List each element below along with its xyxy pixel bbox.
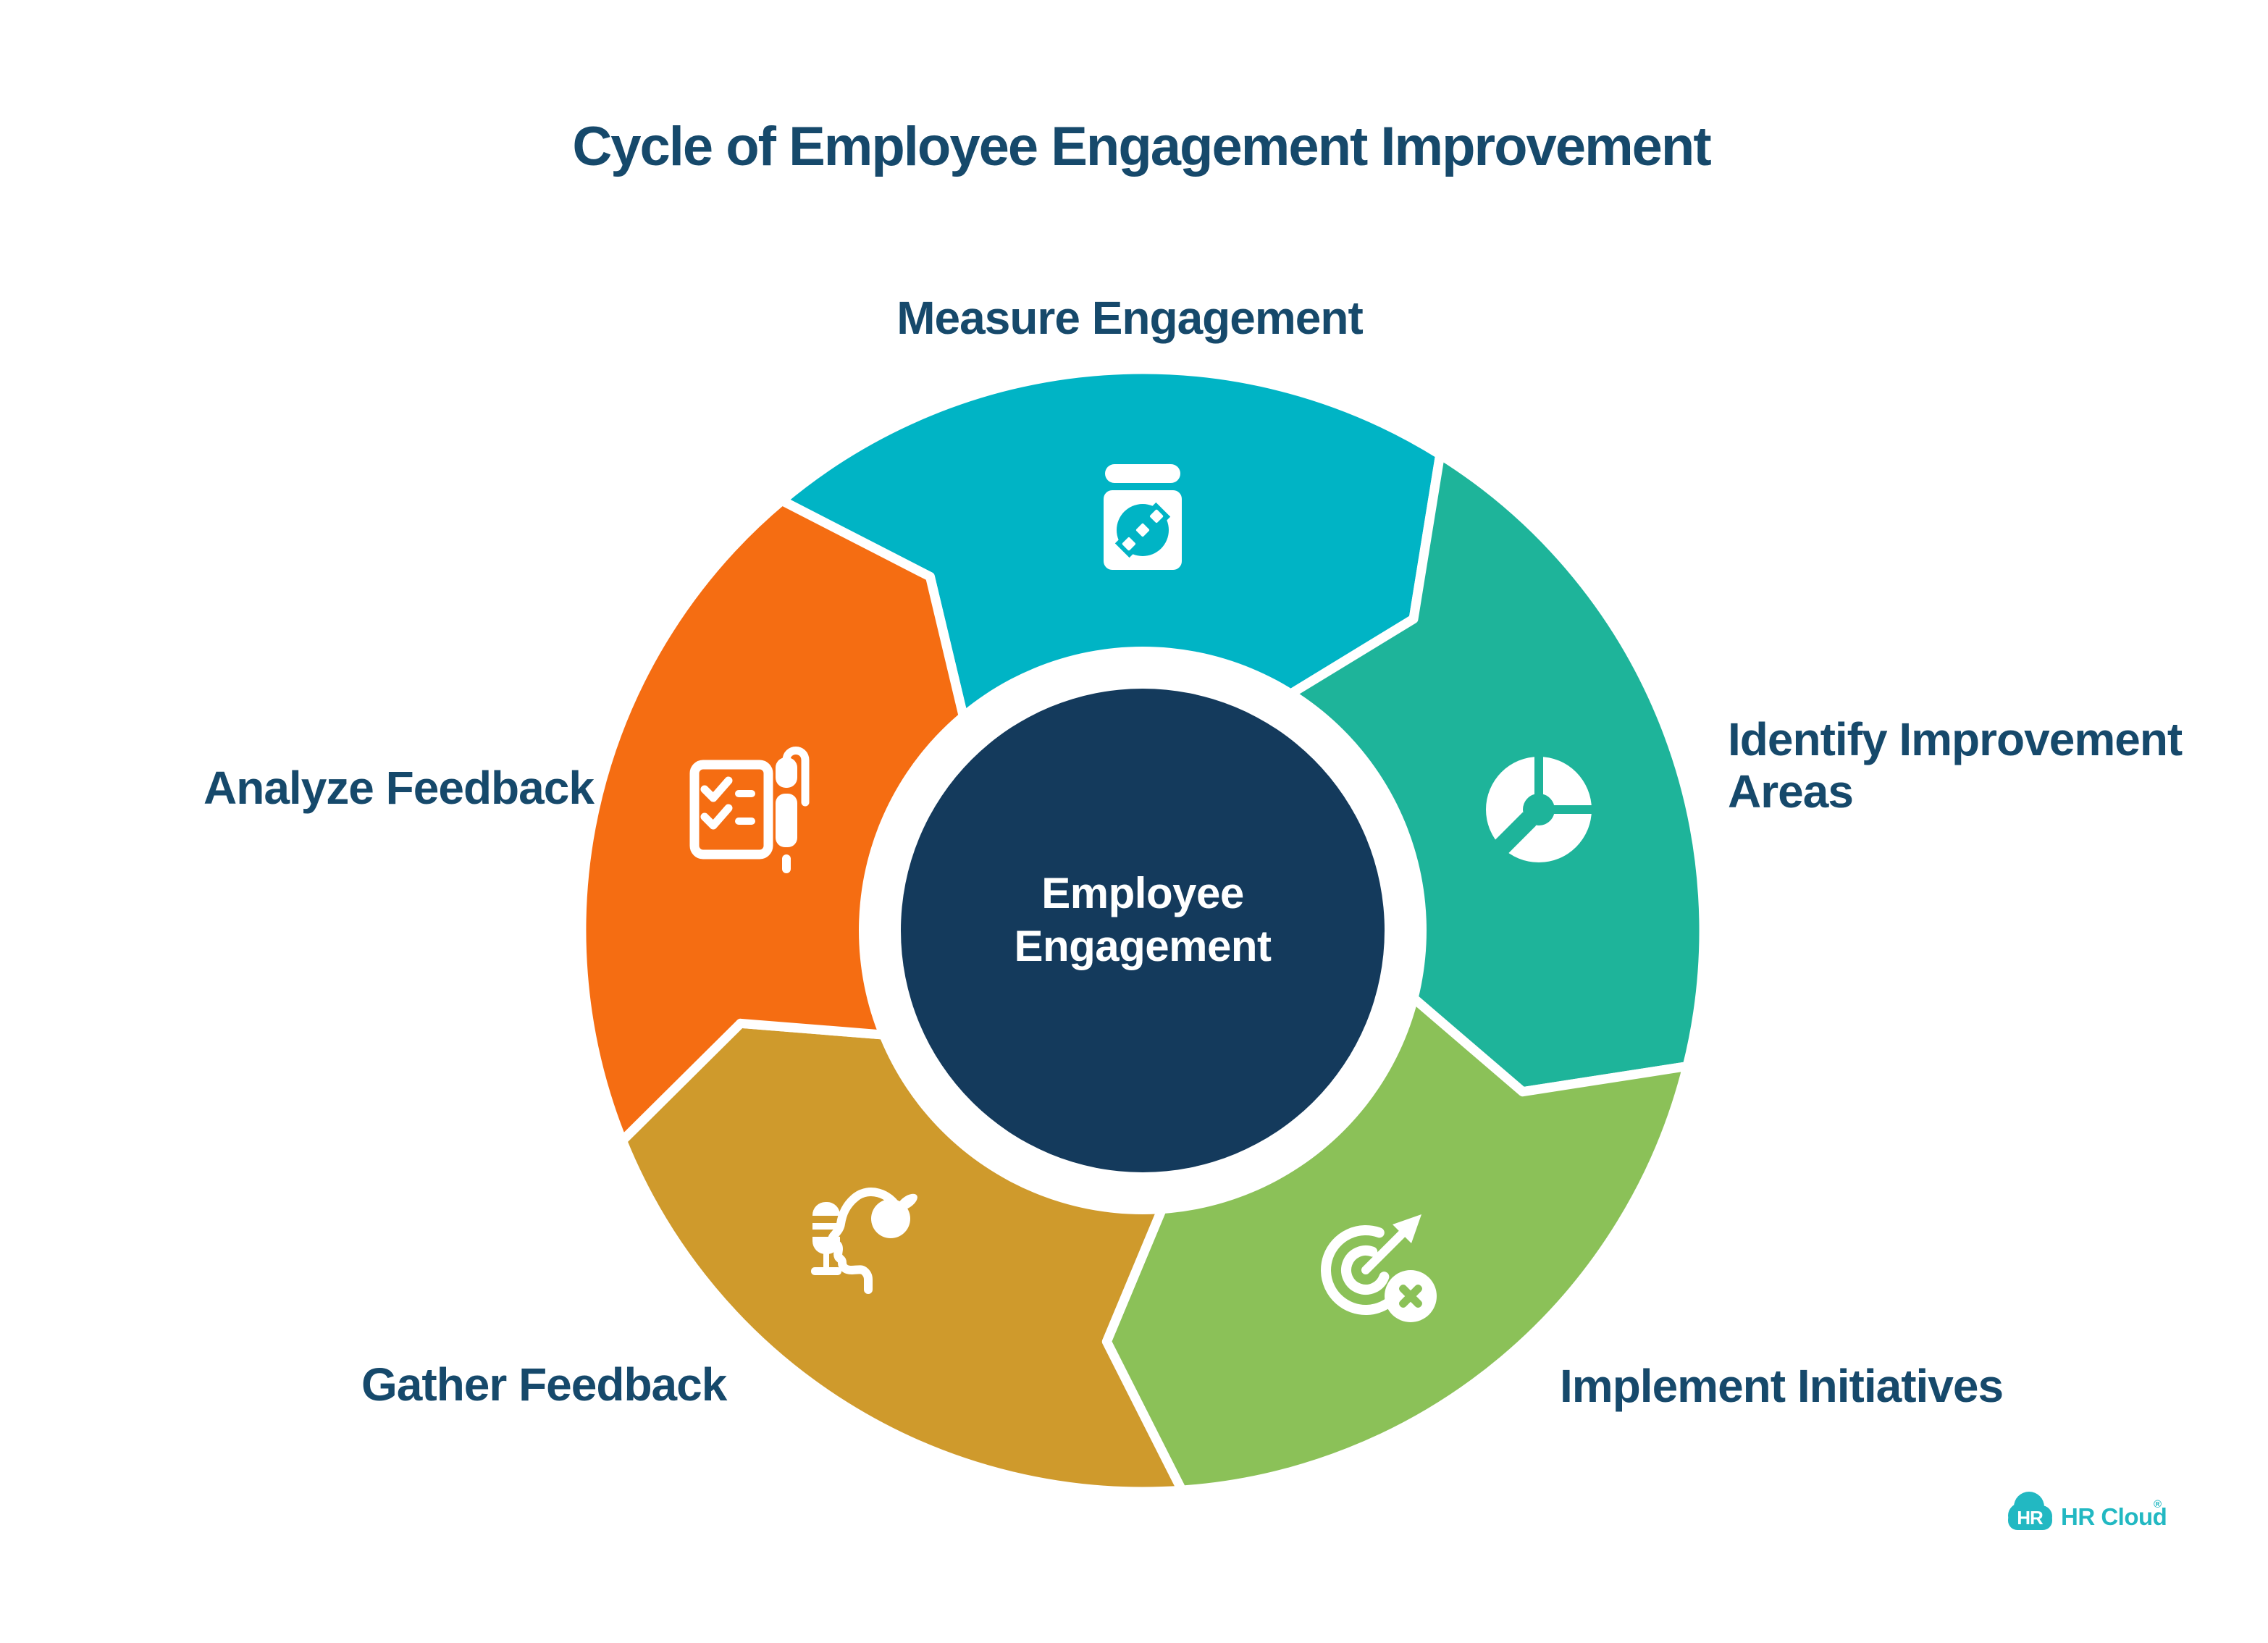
checklist-pen-icon bbox=[689, 747, 810, 873]
label-measure-engagement: Measure Engagement bbox=[896, 292, 1363, 344]
label-identify-improvement-line2: Areas bbox=[1728, 765, 1853, 818]
registered-mark: ® bbox=[2154, 1498, 2162, 1510]
pie-chart-icon bbox=[1486, 755, 1594, 862]
logo-brand-text: HR Cloud bbox=[2061, 1503, 2167, 1530]
hr-cloud-logo: HR HR Cloud ® bbox=[2008, 1492, 2167, 1530]
page-title: Cycle of Employee Engagement Improvement bbox=[572, 116, 1711, 177]
microphone-speech-icon bbox=[810, 1188, 917, 1294]
survey-report-icon bbox=[1104, 464, 1182, 570]
center-label-line1: Employee bbox=[1041, 869, 1243, 917]
label-analyze-feedback: Analyze Feedback bbox=[203, 762, 595, 814]
target-arrow-icon bbox=[1321, 1214, 1437, 1322]
label-implement-initiatives: Implement Initiatives bbox=[1560, 1360, 2003, 1412]
cloud-icon bbox=[2008, 1492, 2052, 1530]
label-identify-improvement-line1: Identify Improvement bbox=[1728, 713, 2183, 765]
center-circle bbox=[901, 689, 1385, 1172]
cloud-badge-text: HR bbox=[2017, 1507, 2044, 1529]
label-gather-feedback: Gather Feedback bbox=[361, 1358, 728, 1411]
center-label-line2: Engagement bbox=[1014, 922, 1272, 970]
